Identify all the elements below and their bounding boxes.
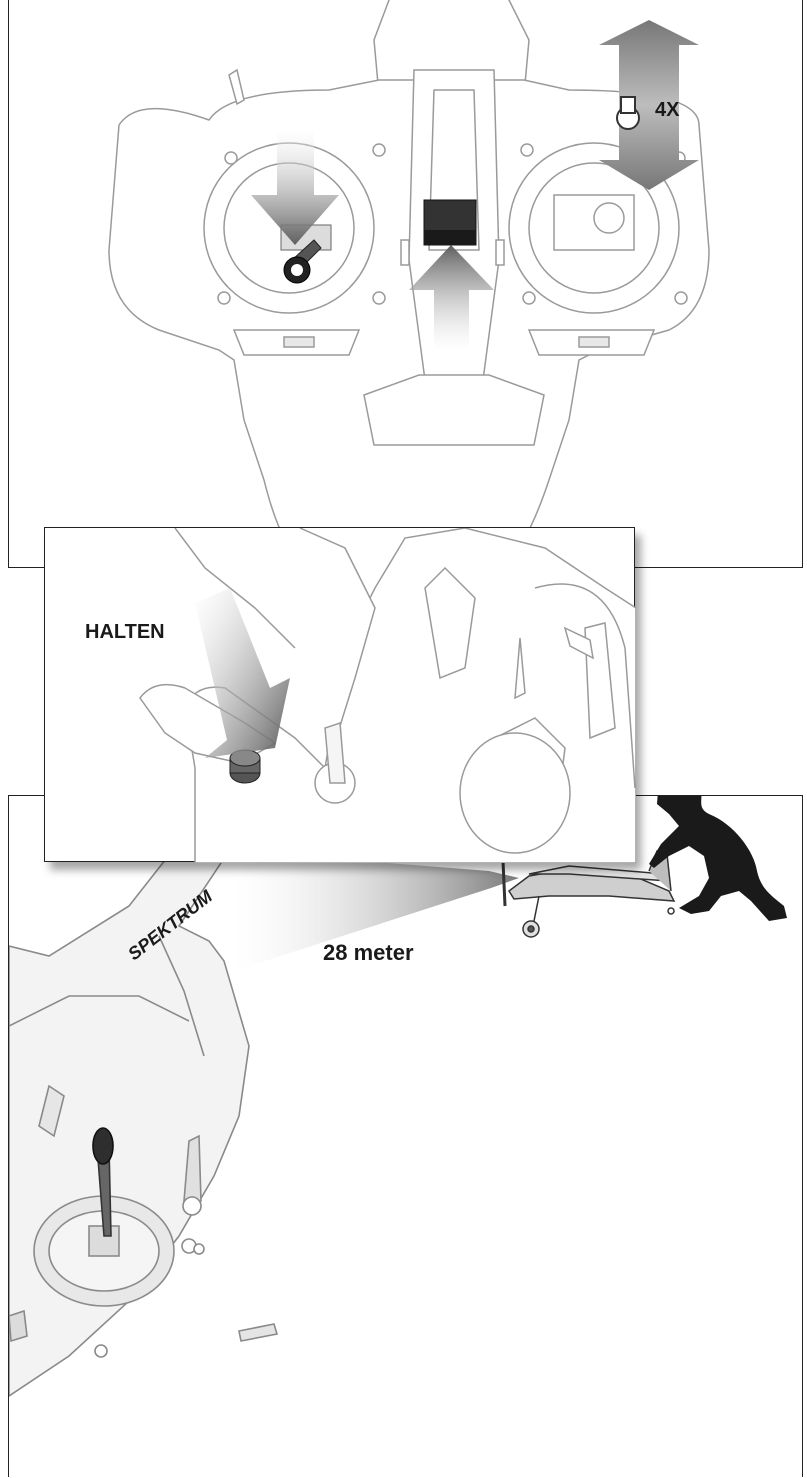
- hold-button-panel: HALTEN: [44, 527, 635, 862]
- airplane-illustration: [503, 851, 674, 937]
- distance-label: 28 meter: [323, 940, 414, 965]
- label-hold: HALTEN: [85, 621, 165, 643]
- label-4x: 4X: [655, 99, 680, 121]
- hold-button-illustration: HALTEN: [45, 528, 636, 863]
- transmitter-top-illustration: 4X: [9, 0, 804, 568]
- person-silhouette: [649, 796, 787, 921]
- trainer-switch: [617, 97, 639, 129]
- range-check-panel: SPEKTRUM 28 meter: [8, 795, 803, 1477]
- hold-button: [230, 750, 260, 783]
- range-check-illustration: SPEKTRUM 28 meter: [9, 796, 804, 1478]
- transmitter-side: [140, 528, 636, 863]
- transmitter-top-panel: 4X: [8, 0, 803, 568]
